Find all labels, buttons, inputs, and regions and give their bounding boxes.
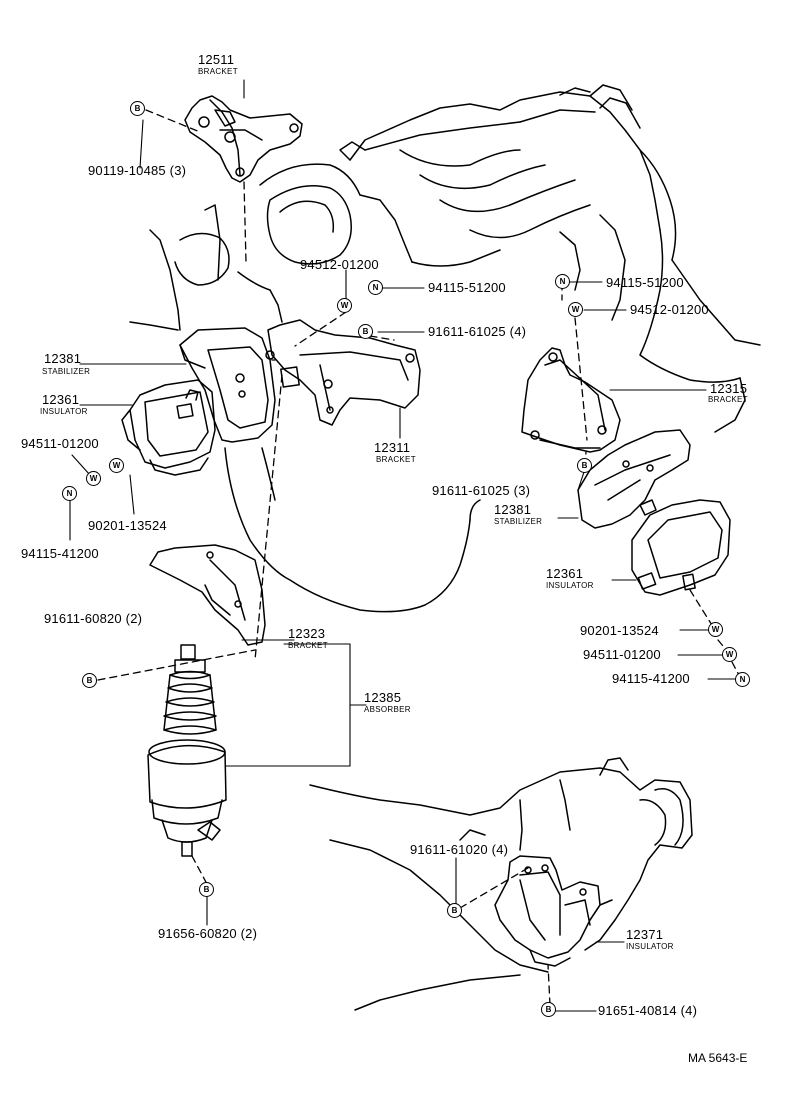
dashed-leaders: [97, 109, 741, 1006]
part-number-12311: 12311: [374, 440, 411, 455]
insulator-12361-left: [121, 379, 216, 476]
fastener-94511-01200-left: 94511-01200: [21, 436, 99, 451]
nut-symbol: N: [555, 274, 570, 289]
fastener-90201-13524-left: 90201-13524: [88, 518, 167, 533]
diagram-code: MA 5643-E: [688, 1051, 748, 1065]
nut-symbol: N: [735, 672, 750, 687]
stabilizer-12381-left: [179, 327, 276, 443]
part-name-12511: BRACKET: [198, 67, 238, 76]
part-name-12385: ABSORBER: [364, 705, 411, 714]
part-number-12361-right: 12361: [546, 566, 584, 581]
bracket-12311: [265, 319, 421, 426]
fastener-91651-40814: 91651-40814 (4): [598, 1003, 698, 1018]
washer-symbol: W: [86, 471, 101, 486]
washer-symbol: W: [337, 298, 352, 313]
fastener-94115-41200-left: 94115-41200: [21, 546, 99, 561]
part-name-12371: INSULATOR: [626, 942, 674, 951]
engine-block-outline: [129, 84, 761, 613]
part-name-12311: BRACKET: [376, 455, 416, 464]
part-number-12381-right: 12381: [494, 502, 532, 517]
part-number-12511: 12511: [198, 52, 235, 67]
part-number-12371: 12371: [626, 927, 664, 942]
fastener-94115-51200-right: 94115-51200: [606, 275, 684, 290]
bolt-symbol: B: [541, 1002, 556, 1017]
fastener-91611-61025-4: 91611-61025 (4): [428, 324, 527, 339]
bracket-12511: [184, 95, 303, 183]
part-name-12315: BRACKET: [708, 395, 748, 404]
part-name-12361-left: INSULATOR: [40, 407, 88, 416]
part-name-12381-right: STABILIZER: [494, 517, 543, 526]
fastener-90201-13524-right: 90201-13524: [580, 623, 659, 638]
bolt-symbol: B: [447, 903, 462, 918]
insulator-12371: [494, 855, 601, 967]
part-number-12381-left: 12381: [44, 351, 82, 366]
fastener-91611-60820: 91611-60820 (2): [44, 611, 143, 626]
absorber-12385: [147, 644, 227, 857]
bracket-12315: [521, 347, 621, 453]
part-name-12381-left: STABILIZER: [42, 367, 91, 376]
part-number-12385: 12385: [364, 690, 402, 705]
bolt-symbol: B: [199, 882, 214, 897]
fastener-91611-61025-3: 91611-61025 (3): [432, 483, 531, 498]
washer-symbol: W: [568, 302, 583, 317]
insulator-12361-right: [631, 499, 731, 596]
part-name-12361-right: INSULATOR: [546, 581, 594, 590]
fastener-94512-01200-right: 94512-01200: [630, 302, 709, 317]
washer-symbol: W: [109, 458, 124, 473]
part-number-12323: 12323: [288, 626, 326, 641]
stabilizer-12381-right: [577, 429, 691, 529]
fastener-94115-51200-left: 94115-51200: [428, 280, 506, 295]
bolt-symbol: B: [82, 673, 97, 688]
part-number-12361-left: 12361: [42, 392, 80, 407]
fastener-94512-01200-left: 94512-01200: [300, 257, 379, 272]
part-number-12315: 12315: [710, 381, 748, 396]
fastener-94115-41200-right: 94115-41200: [612, 671, 690, 686]
nut-symbol: N: [368, 280, 383, 295]
washer-symbol: W: [722, 647, 737, 662]
fastener-94511-01200-right: 94511-01200: [583, 647, 661, 662]
bolt-symbol: B: [130, 101, 145, 116]
bolt-symbol: B: [577, 458, 592, 473]
fastener-90119-10485: 90119-10485 (3): [88, 163, 187, 178]
fastener-91611-61020: 91611-61020 (4): [410, 842, 509, 857]
fastener-91656-60820: 91656-60820 (2): [158, 926, 258, 941]
washer-symbol: W: [708, 622, 723, 637]
bolt-symbol: B: [358, 324, 373, 339]
nut-symbol: N: [62, 486, 77, 501]
part-name-12323: BRACKET: [288, 641, 328, 650]
bracket-12323: [149, 544, 266, 646]
solid-leaders: [69, 79, 736, 1012]
